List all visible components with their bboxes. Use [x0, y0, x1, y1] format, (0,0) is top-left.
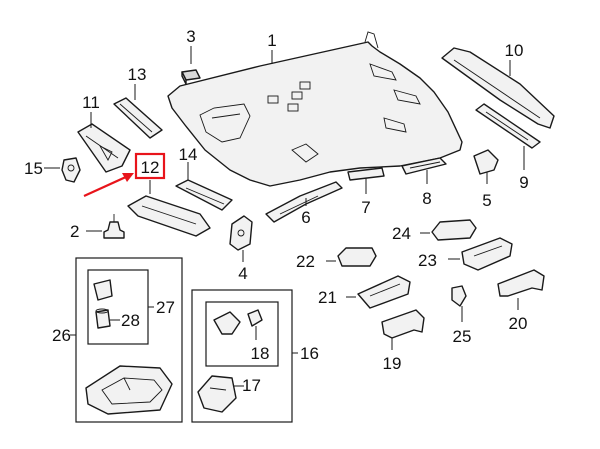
- callout-8: 8: [422, 189, 431, 208]
- part-26-overhead-console[interactable]: [85, 365, 173, 415]
- callout-21: 21: [318, 288, 337, 307]
- part-21-console[interactable]: [357, 275, 411, 309]
- callout-11: 11: [82, 93, 100, 112]
- part-9-bar[interactable]: [475, 103, 541, 149]
- part-13-panel[interactable]: [113, 97, 163, 139]
- part-24-lamp[interactable]: [431, 219, 477, 241]
- part-18-bulb-large[interactable]: [213, 311, 241, 335]
- part-6-rail[interactable]: [265, 181, 343, 223]
- part-25-hook[interactable]: [451, 285, 467, 307]
- callout-10: 10: [505, 41, 524, 60]
- callout-6: 6: [301, 208, 310, 227]
- part-2-pin[interactable]: [103, 214, 125, 239]
- part-22-lamp[interactable]: [337, 247, 377, 267]
- callout-12: 12: [141, 158, 160, 177]
- group-box-27: [87, 269, 149, 345]
- callout-4: 4: [238, 264, 247, 283]
- part-15-clip[interactable]: [61, 157, 81, 183]
- part-1-headliner[interactable]: [167, 31, 463, 187]
- part-28-bulb[interactable]: [95, 308, 111, 329]
- highlight-arrow: [83, 173, 134, 198]
- callout-20: 20: [509, 314, 528, 333]
- part-11-visor[interactable]: [77, 123, 131, 173]
- part-12-visor[interactable]: [127, 195, 211, 237]
- highlight-box-12: [134, 152, 166, 180]
- part-3-block[interactable]: [181, 69, 201, 85]
- part-18-bulb-small[interactable]: [247, 309, 263, 327]
- callout-2: 2: [70, 222, 79, 241]
- part-17-lamp[interactable]: [197, 375, 237, 413]
- part-14-mirror-panel[interactable]: [175, 179, 233, 211]
- callout-18: 18: [251, 344, 270, 363]
- part-19-grab-handle[interactable]: [381, 309, 425, 339]
- part-27-switch[interactable]: [93, 279, 113, 301]
- part-4-bracket[interactable]: [229, 215, 253, 251]
- group-box-18: [205, 301, 279, 367]
- part-10-roof-rail[interactable]: [441, 47, 555, 129]
- callout-24: 24: [392, 224, 411, 243]
- callout-5: 5: [482, 191, 491, 210]
- callout-23: 23: [418, 251, 437, 270]
- part-23-console[interactable]: [461, 237, 513, 271]
- callout-7: 7: [361, 198, 370, 217]
- callout-15: 15: [24, 159, 43, 178]
- part-5-cube[interactable]: [473, 149, 499, 175]
- callout-9: 9: [519, 173, 528, 192]
- callout-28: 28: [121, 311, 140, 330]
- callout-27: 27: [156, 298, 175, 317]
- part-20-grab-handle[interactable]: [497, 269, 545, 297]
- callout-25: 25: [453, 327, 472, 346]
- part-8-handle-strip[interactable]: [401, 157, 447, 175]
- group-box-26: [75, 257, 183, 423]
- callout-22: 22: [296, 252, 315, 271]
- callout-19: 19: [383, 354, 402, 373]
- callout-14: 14: [179, 145, 198, 164]
- group-box-16: [191, 289, 293, 423]
- callout-16: 16: [300, 344, 319, 363]
- callout-1: 1: [267, 31, 276, 50]
- callout-26: 26: [52, 326, 71, 345]
- callout-13: 13: [128, 65, 147, 84]
- part-7-strip[interactable]: [347, 167, 385, 181]
- callout-17: 17: [242, 376, 261, 395]
- callout-3: 3: [186, 27, 195, 46]
